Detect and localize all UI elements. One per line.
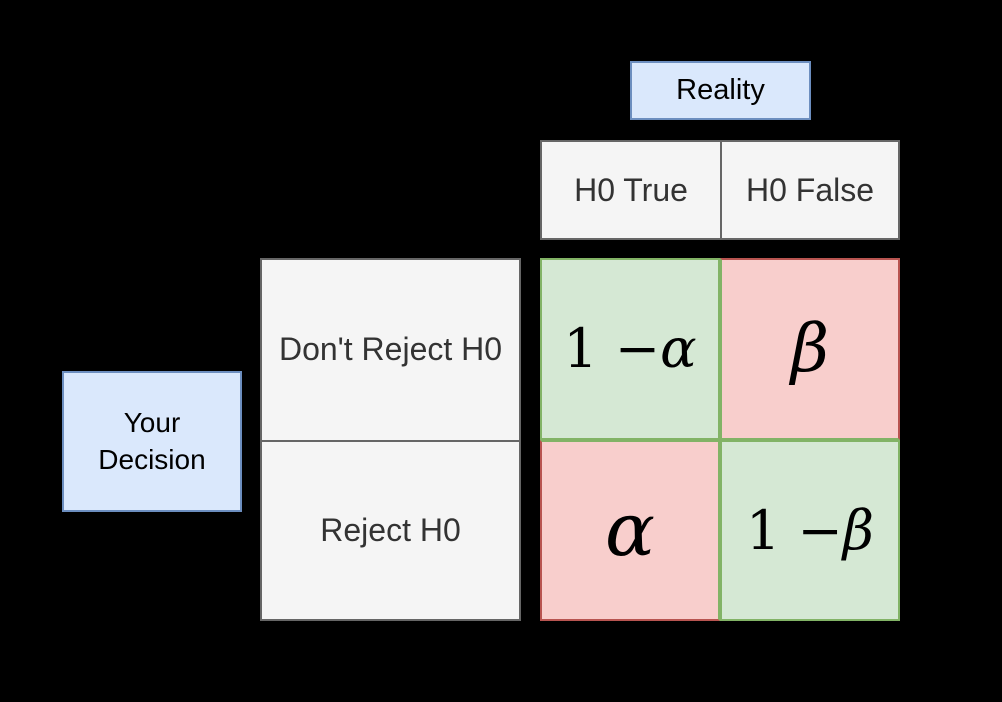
outcome-matrix: 1 − α β α 1 − β (540, 258, 900, 621)
formula-prefix: 1 − (563, 317, 661, 381)
formula-symbol-beta: β (790, 310, 830, 388)
your-decision-label: Your Decision (98, 406, 206, 475)
reality-label: Reality (676, 74, 765, 106)
formula-prefix: 1 − (746, 498, 843, 562)
reality-column-headers: H0 True H0 False (540, 140, 900, 240)
cell-correct-1-minus-alpha: 1 − α (540, 258, 720, 440)
formula-symbol-alpha: α (605, 487, 655, 574)
formula-symbol-alpha: α (660, 317, 697, 381)
cell-type2-error-beta: β (720, 258, 900, 440)
your-decision-label-box: Your Decision (62, 371, 242, 512)
reality-label-box: Reality (630, 61, 811, 120)
column-header-h0-true: H0 True (574, 171, 688, 208)
cell-correct-1-minus-beta: 1 − β (720, 439, 900, 621)
row-header-dont-reject-h0: Don't Reject H0 (278, 331, 503, 368)
row-header-reject-h0: Reject H0 (262, 439, 519, 620)
cell-type1-error-alpha: α (540, 439, 720, 621)
formula-symbol-beta: β (842, 498, 874, 562)
column-header-h0-false: H0 False (720, 142, 898, 238)
decision-row-headers: Don't Reject H0 Reject H0 (260, 258, 521, 621)
